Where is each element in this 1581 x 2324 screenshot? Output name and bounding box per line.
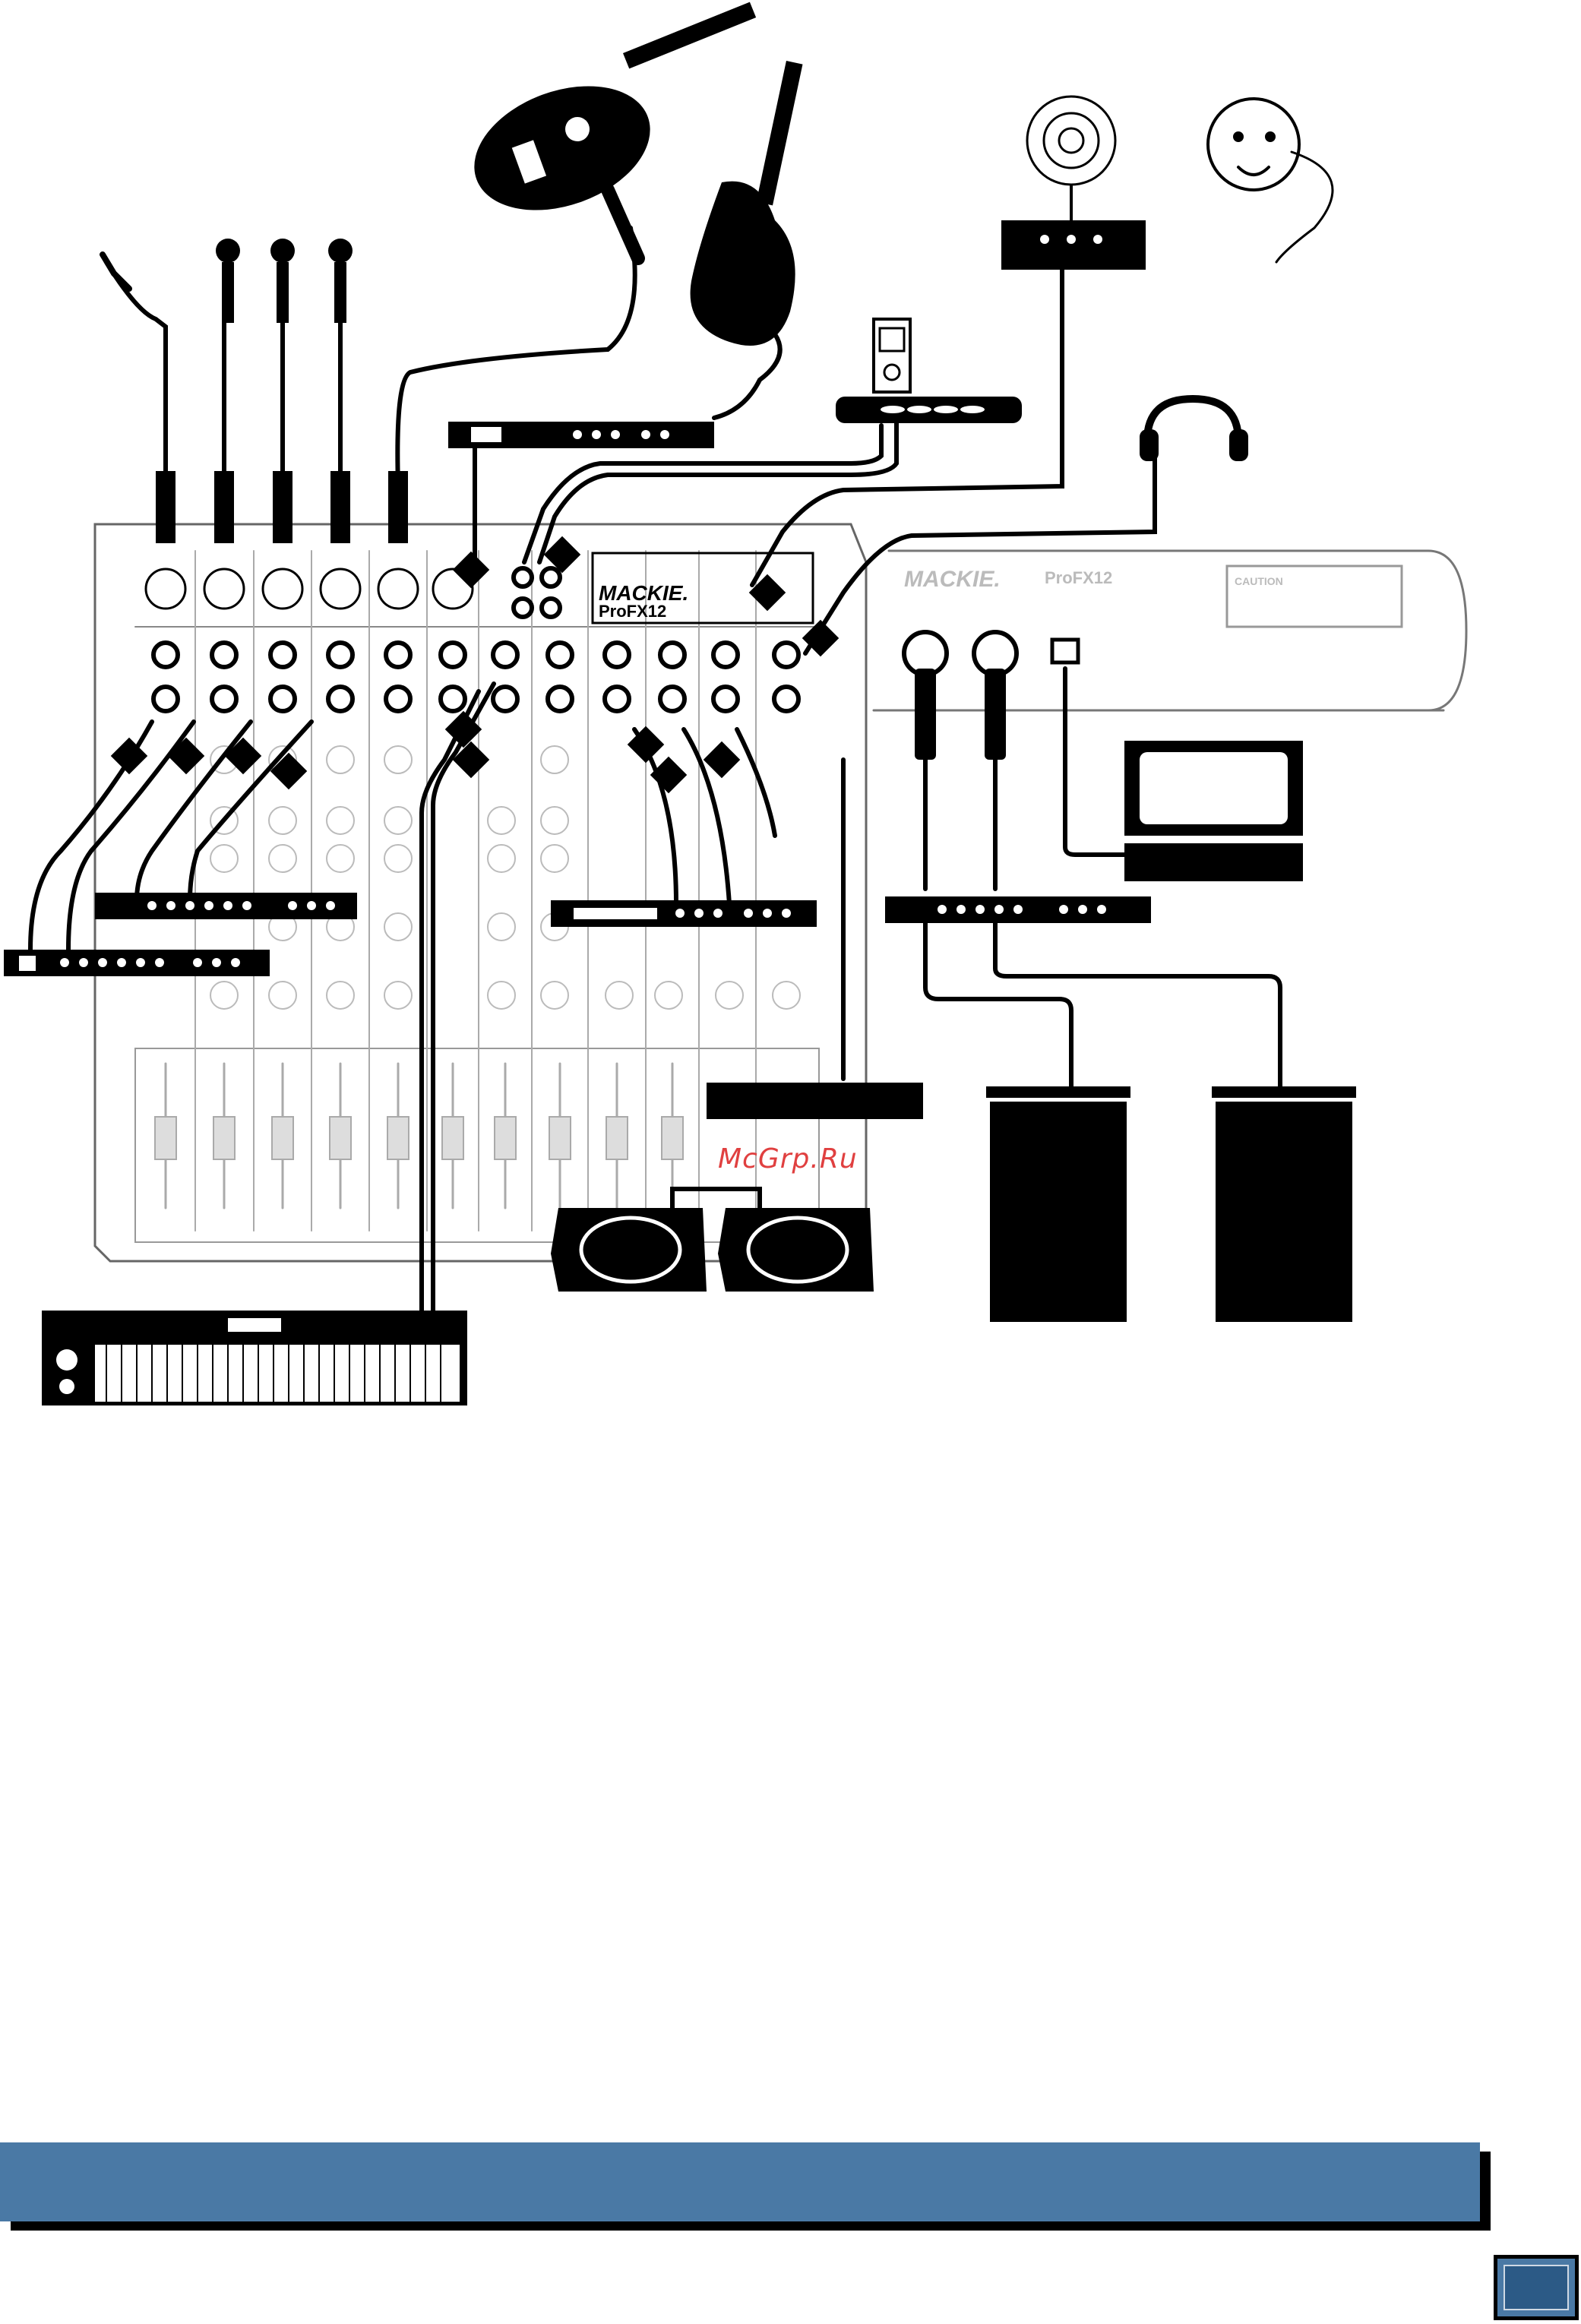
speaker-cabinet-icon	[986, 1086, 1356, 1322]
mixer-hookup-diagram: MACKIE. ProFX12 MACKIE. ProFX12 CAUTION	[0, 0, 1581, 1443]
mic-cable-plug-icon	[103, 255, 129, 289]
headphones-icon	[1140, 399, 1248, 461]
laptop-icon	[1124, 741, 1303, 881]
satellite-receiver	[1001, 220, 1146, 270]
mixer-rear-brand: MACKIE.	[904, 567, 1001, 592]
watermark: McGrp.Ru	[718, 1143, 858, 1175]
caution-label: CAUTION	[1235, 575, 1283, 587]
monitor-amp	[707, 1083, 923, 1119]
fader-row	[166, 1064, 672, 1208]
mixer-front-model: ProFX12	[599, 602, 666, 621]
microphone-icon	[216, 239, 353, 323]
person-listener-icon	[1208, 99, 1333, 262]
footer-bar	[0, 2142, 1480, 2221]
mp3-player-icon	[874, 319, 910, 392]
mixer-rear-model: ProFX12	[1045, 568, 1112, 587]
page-indicator-box	[1494, 2255, 1579, 2320]
page-indicator-inner	[1504, 2265, 1569, 2310]
satellite-dish-icon	[1027, 96, 1115, 220]
knob-grid	[210, 746, 800, 1009]
xlr-plugs	[156, 471, 1006, 760]
electric-guitar-icon	[691, 61, 803, 346]
stage-monitor-icon	[551, 1208, 874, 1292]
